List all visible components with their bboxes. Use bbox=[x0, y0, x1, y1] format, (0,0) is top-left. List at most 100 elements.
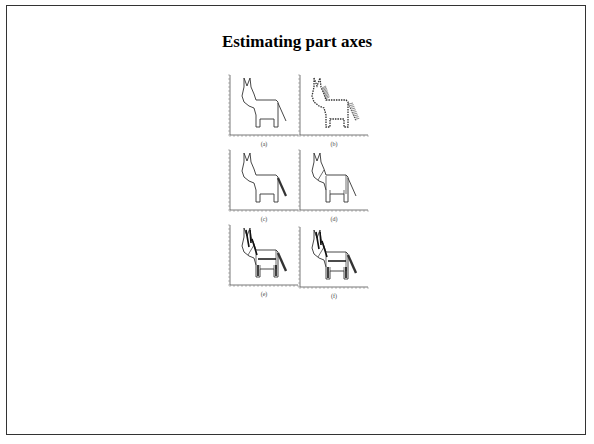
tick bbox=[278, 285, 279, 287]
tick bbox=[312, 135, 313, 137]
tick bbox=[308, 287, 309, 289]
tick bbox=[298, 99, 300, 100]
tick bbox=[298, 198, 300, 199]
tick bbox=[228, 127, 230, 128]
tick bbox=[298, 231, 300, 232]
tick bbox=[250, 285, 251, 287]
tick bbox=[262, 285, 263, 287]
donkey-panel bbox=[298, 227, 368, 289]
donkey-tail bbox=[348, 178, 356, 196]
donkey-panel bbox=[228, 225, 298, 287]
tick bbox=[344, 135, 345, 137]
axis bbox=[300, 150, 368, 210]
fuzz-stroke bbox=[353, 112, 357, 113]
tick bbox=[246, 135, 247, 137]
axis bbox=[300, 227, 368, 287]
tick bbox=[266, 285, 267, 287]
donkey-tail bbox=[348, 255, 356, 273]
tick bbox=[242, 210, 243, 212]
tick bbox=[298, 243, 300, 244]
tick bbox=[228, 225, 230, 226]
part-axis bbox=[246, 230, 276, 276]
fuzz-stroke bbox=[351, 108, 355, 109]
tick bbox=[298, 111, 300, 112]
tick bbox=[228, 91, 230, 92]
donkey-panel bbox=[228, 150, 298, 212]
tick bbox=[298, 135, 300, 136]
tick bbox=[298, 170, 300, 171]
tick bbox=[246, 210, 247, 212]
tick bbox=[228, 107, 230, 108]
tick bbox=[290, 210, 291, 212]
tick bbox=[312, 210, 313, 212]
tick bbox=[298, 162, 300, 163]
tick bbox=[228, 166, 230, 167]
tick bbox=[298, 87, 300, 88]
tick bbox=[328, 210, 329, 212]
tick bbox=[368, 210, 369, 212]
axis bbox=[300, 75, 368, 135]
tick bbox=[282, 285, 283, 287]
tick bbox=[312, 287, 313, 289]
tick bbox=[364, 287, 365, 289]
tick bbox=[228, 182, 230, 183]
tick bbox=[294, 285, 295, 287]
tick bbox=[228, 123, 230, 124]
tick bbox=[282, 210, 283, 212]
tick bbox=[228, 233, 230, 234]
tick bbox=[290, 285, 291, 287]
tick bbox=[298, 251, 300, 252]
tick bbox=[246, 285, 247, 287]
panel-label: (d) bbox=[331, 216, 338, 222]
tick bbox=[254, 285, 255, 287]
tick bbox=[286, 285, 287, 287]
tick bbox=[304, 287, 305, 289]
tick bbox=[238, 135, 239, 137]
tick bbox=[332, 287, 333, 289]
tick bbox=[228, 95, 230, 96]
tick bbox=[286, 135, 287, 137]
axis-ticks bbox=[298, 150, 368, 212]
tick bbox=[270, 210, 271, 212]
tick bbox=[228, 135, 230, 136]
tick bbox=[298, 263, 300, 264]
tick bbox=[298, 166, 300, 167]
tick bbox=[286, 210, 287, 212]
axis-ticks bbox=[228, 75, 298, 137]
part-boundary bbox=[318, 247, 346, 271]
tick bbox=[298, 287, 300, 288]
axis-ticks bbox=[298, 227, 368, 289]
tick bbox=[228, 229, 230, 230]
tick bbox=[298, 283, 300, 284]
tick bbox=[340, 210, 341, 212]
tick bbox=[258, 210, 259, 212]
tick bbox=[298, 79, 300, 80]
donkey-outline bbox=[242, 153, 278, 202]
tick bbox=[278, 210, 279, 212]
tick bbox=[300, 287, 301, 289]
fuzz-stroke bbox=[350, 106, 354, 107]
tick bbox=[242, 135, 243, 137]
tick bbox=[228, 174, 230, 175]
fuzz-stroke bbox=[354, 115, 358, 116]
tick bbox=[298, 154, 300, 155]
tick bbox=[298, 227, 300, 228]
fuzz-stroke bbox=[355, 118, 359, 119]
tick bbox=[270, 135, 271, 137]
tick bbox=[228, 285, 230, 286]
tick bbox=[228, 261, 230, 262]
tick bbox=[320, 287, 321, 289]
tick bbox=[228, 170, 230, 171]
part-boundary bbox=[318, 170, 346, 194]
donkey-outline bbox=[242, 228, 278, 277]
tick bbox=[364, 135, 365, 137]
tick bbox=[298, 75, 300, 76]
axis bbox=[230, 225, 298, 285]
axis bbox=[230, 150, 298, 210]
panel-label: (b) bbox=[331, 141, 338, 147]
tick bbox=[328, 135, 329, 137]
donkey-tail bbox=[348, 103, 356, 121]
tick bbox=[228, 119, 230, 120]
tick bbox=[298, 247, 300, 248]
